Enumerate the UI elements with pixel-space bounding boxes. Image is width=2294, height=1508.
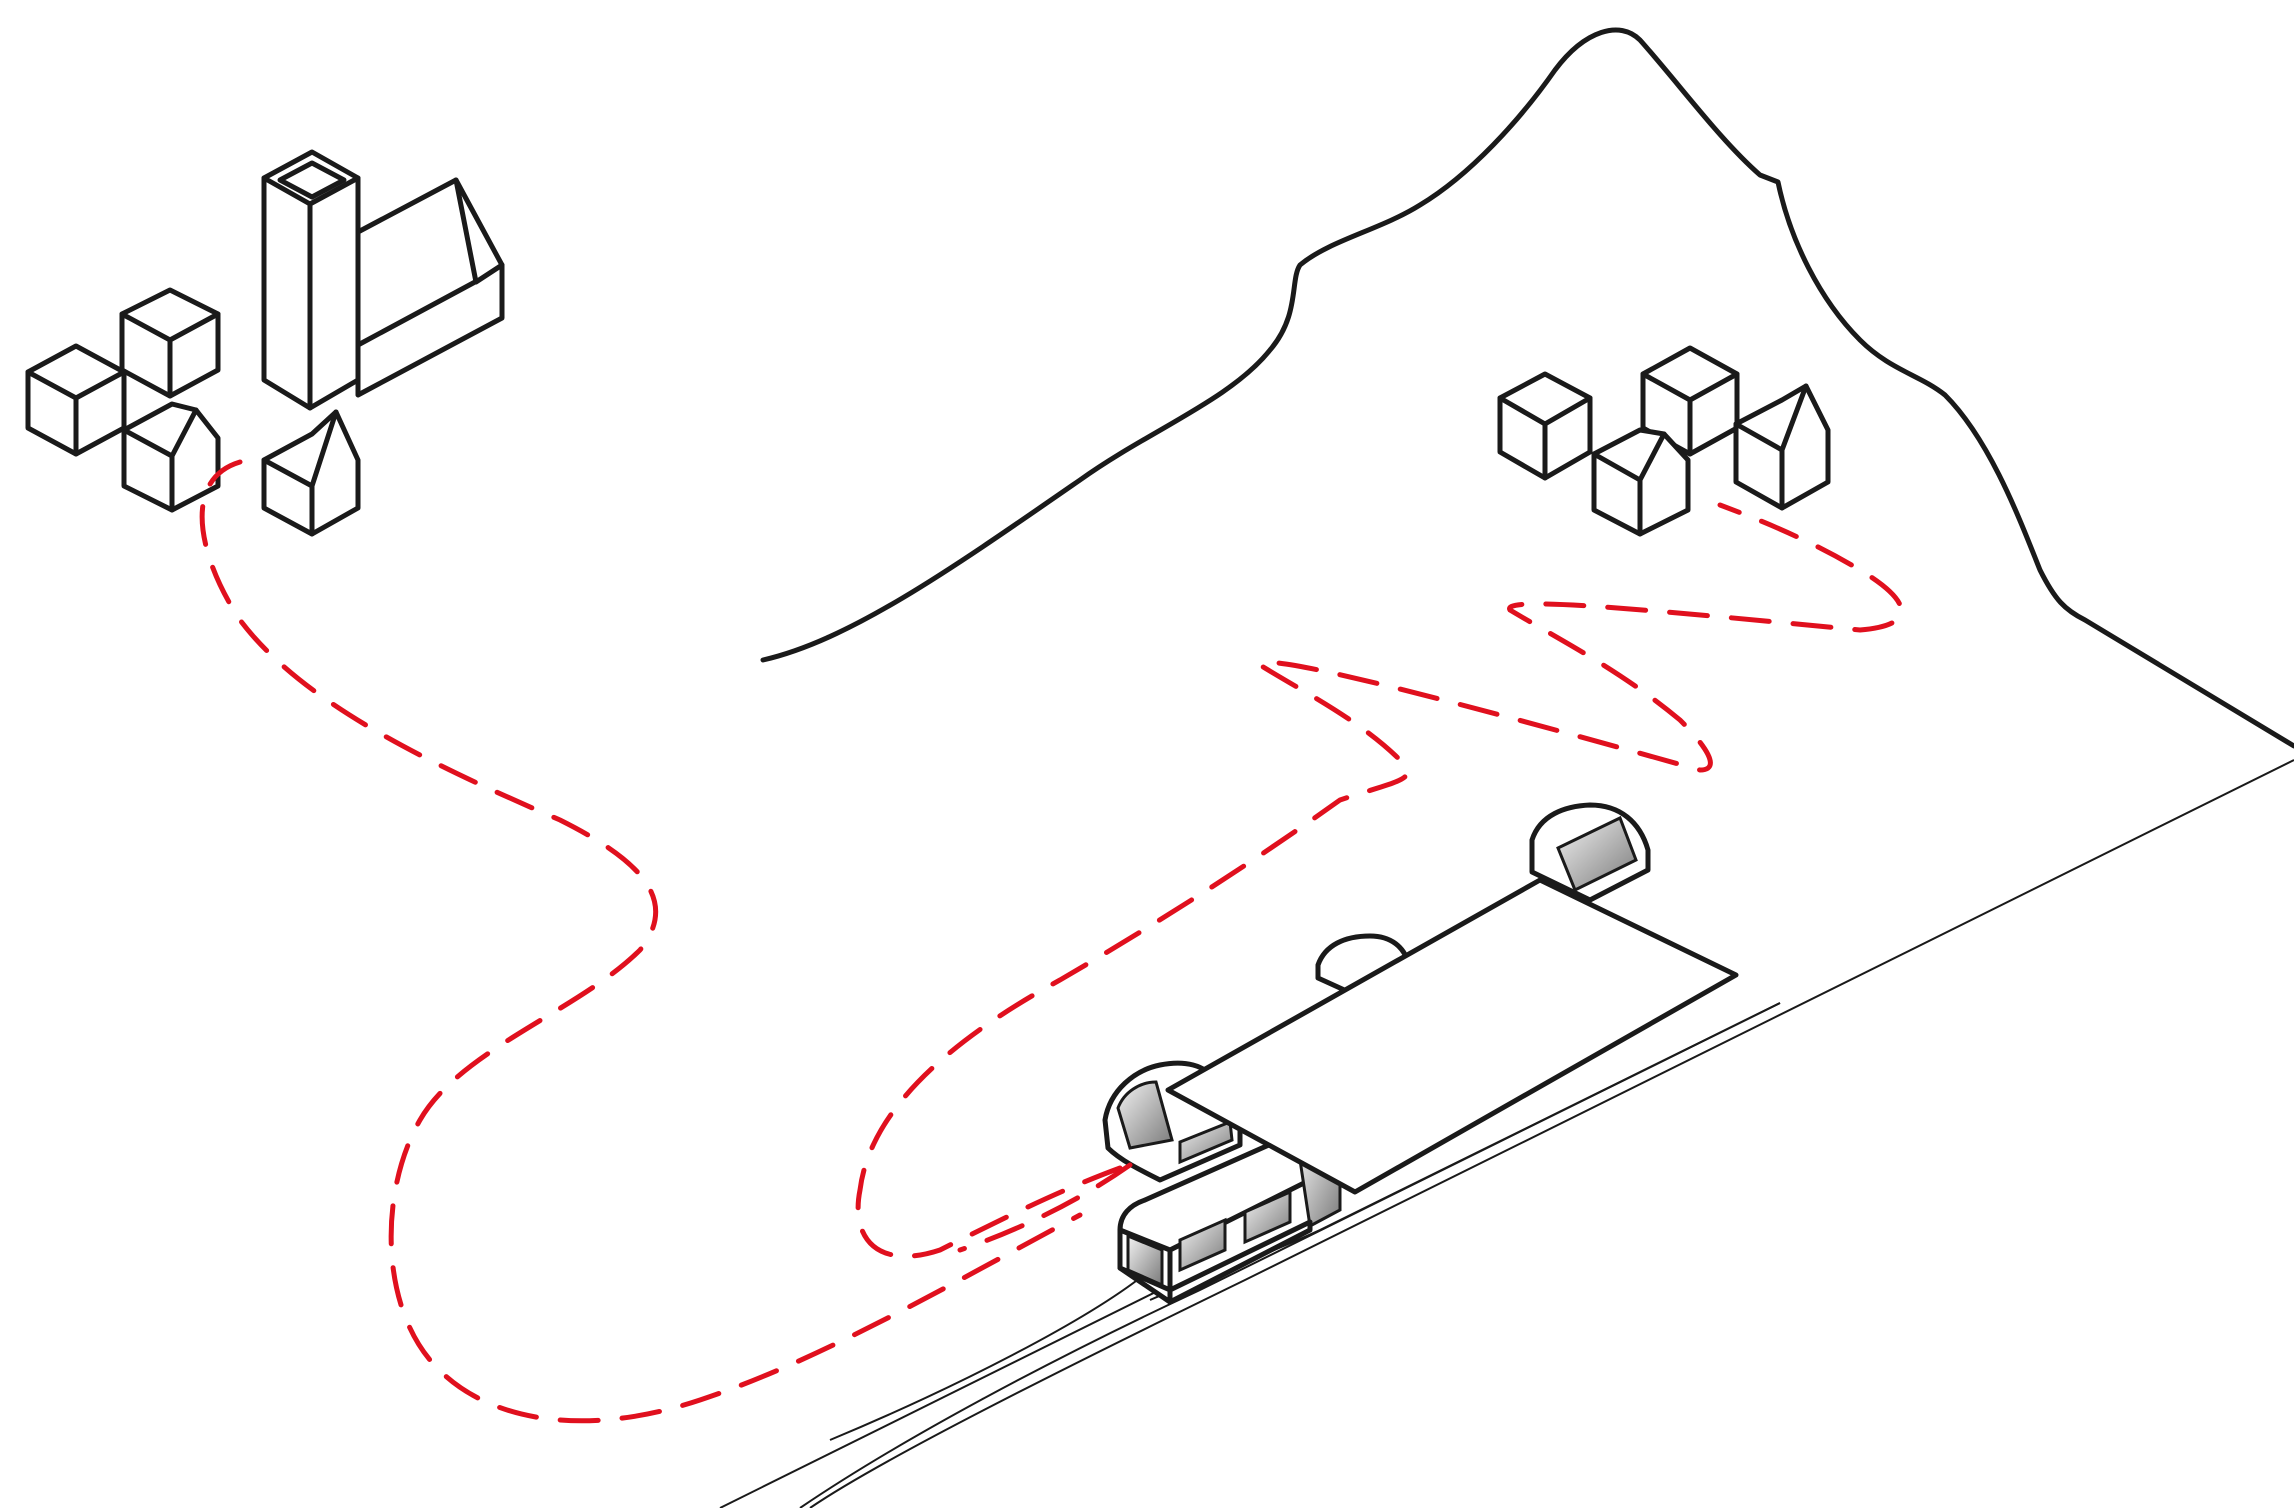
route-train-to-village — [855, 502, 1904, 1259]
cube-house-2 — [25, 343, 127, 457]
gabled-house-3 — [1591, 427, 1691, 537]
hillside-slope — [809, 759, 2294, 1508]
tower-building — [261, 149, 361, 411]
village-cluster-mountain — [1497, 345, 1831, 537]
train-station-canopy — [1165, 877, 1739, 1195]
gabled-house-1 — [121, 401, 221, 513]
gabled-house-4 — [1733, 383, 1831, 511]
long-building — [355, 177, 505, 398]
route-town-to-train — [199, 459, 1083, 1424]
shuttle-pod-rear — [1529, 802, 1651, 903]
dashed-route-paths — [199, 459, 1904, 1424]
gabled-house-2 — [261, 409, 361, 537]
cube-house-1 — [119, 287, 221, 399]
route-pod-to-train — [957, 1162, 1133, 1253]
town-cluster-west — [25, 149, 505, 537]
cube-house-3 — [1497, 371, 1593, 481]
mountain-ridge — [760, 27, 2294, 749]
